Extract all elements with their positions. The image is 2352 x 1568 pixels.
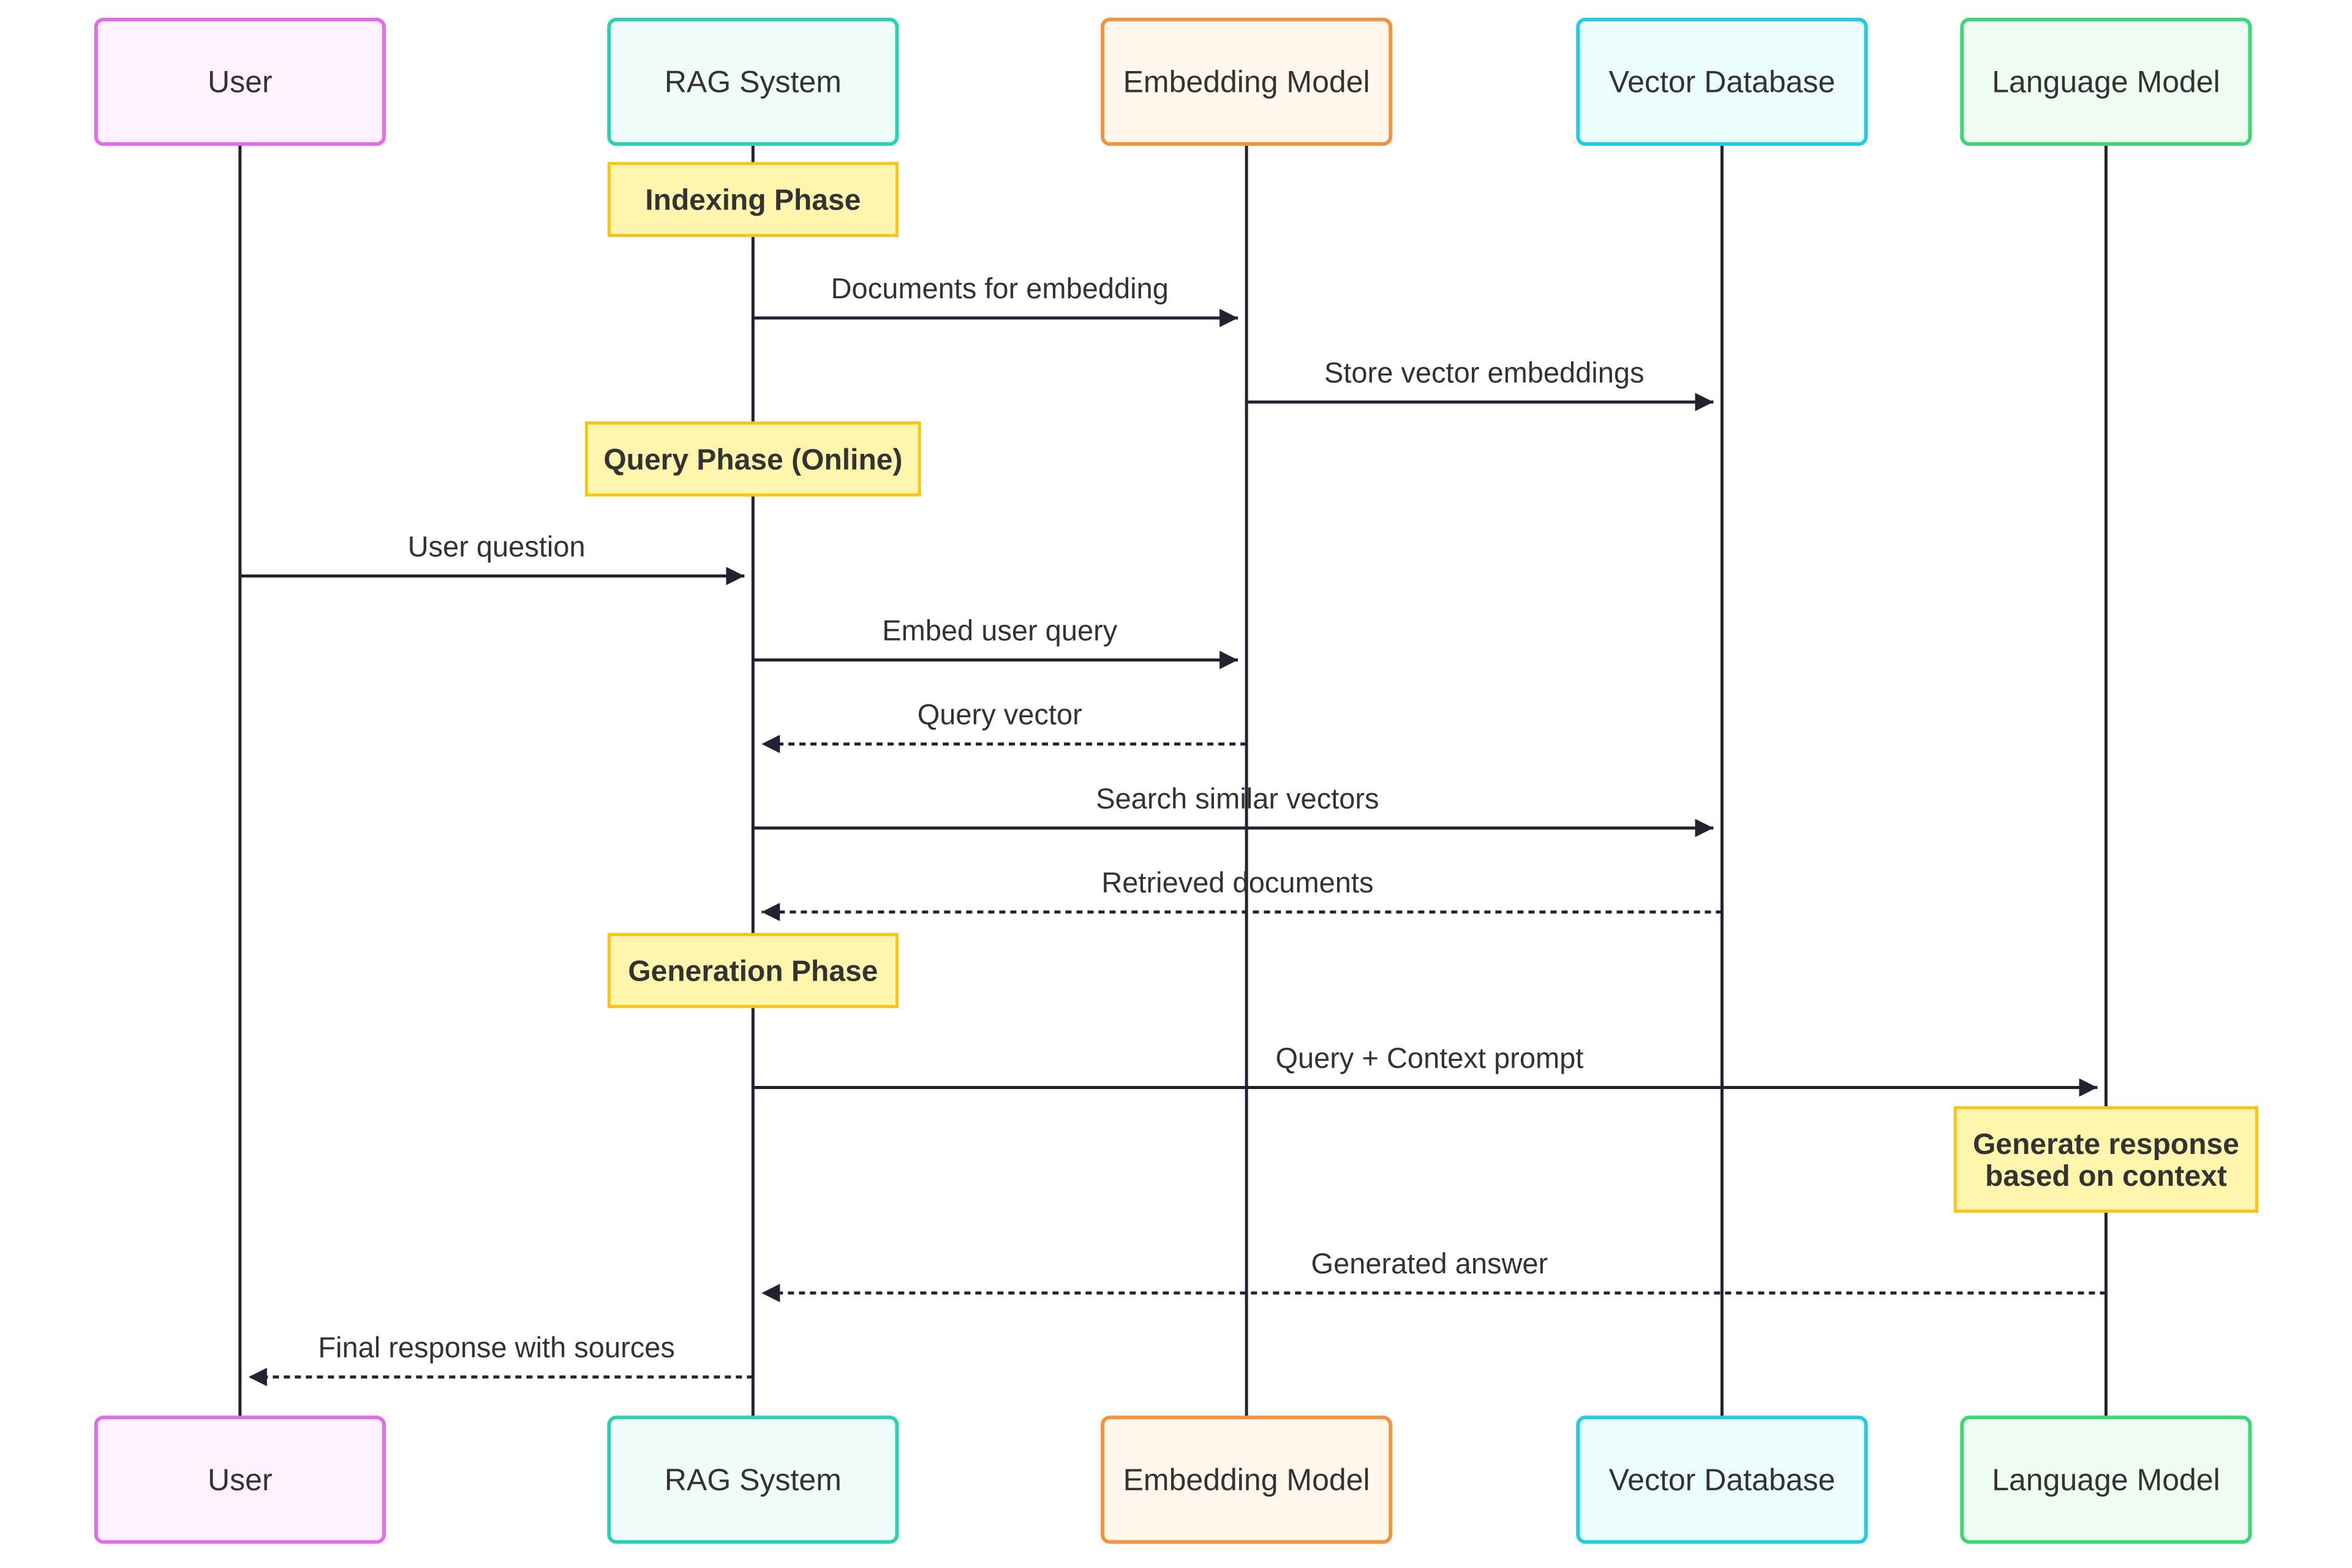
note-text-line: Indexing Phase (645, 184, 861, 217)
actor-box (607, 1415, 899, 1544)
actor-bottom-rag: RAG System (607, 1415, 899, 1544)
message-label: Final response with sources (318, 1331, 675, 1363)
message-label: Documents for embedding (831, 272, 1169, 304)
message-retrieved-documents: Retrieved documents (761, 866, 1722, 921)
actor-label: Language Model (1992, 1463, 2220, 1497)
message-documents-for-embedding: Documents for embedding (753, 272, 1238, 328)
message-label: Query vector (918, 698, 1082, 731)
actor-label: Language Model (1992, 64, 2220, 99)
actor-top-vdb: Vector Database (1576, 17, 1868, 146)
actor-box (1576, 1415, 1868, 1544)
actor-bottom-vdb: Vector Database (1576, 1415, 1868, 1544)
actor-label: User (208, 64, 273, 99)
actor-label: RAG System (665, 64, 842, 99)
message-label: Retrieved documents (1101, 866, 1373, 899)
actor-top-embed: Embedding Model (1101, 17, 1393, 146)
actor-label: Vector Database (1609, 64, 1836, 99)
note-box (607, 933, 899, 1008)
actor-top-rag: RAG System (607, 17, 899, 146)
actor-label: Embedding Model (1123, 1463, 1370, 1497)
message-store-vector-embeddings: Store vector embeddings (1246, 356, 1714, 412)
actor-label: User (208, 1463, 273, 1497)
message-query-context-prompt: Query + Context prompt (753, 1042, 2098, 1097)
actor-box (1576, 17, 1868, 146)
note-text-line: Generation Phase (628, 955, 878, 987)
actor-label: RAG System (665, 1463, 842, 1497)
actor-box (1960, 1415, 2252, 1544)
actor-box (94, 1415, 386, 1544)
actor-box (607, 17, 899, 146)
actor-box (94, 17, 386, 146)
message-label: Embed user query (882, 614, 1118, 647)
actor-bottom-user: User (94, 1415, 386, 1544)
note-query-phase-online: Query Phase (Online) (585, 421, 921, 497)
message-user-question: User question (239, 530, 745, 586)
actor-box (1960, 17, 2252, 146)
actor-top-user: User (94, 17, 386, 146)
message-search-similar-vectors: Search similar vectors (753, 782, 1714, 837)
message-query-vector: Query vector (761, 698, 1247, 753)
message-embed-user-query: Embed user query (753, 614, 1238, 669)
actor-box (1101, 1415, 1393, 1544)
note-generation-phase: Generation Phase (607, 933, 899, 1008)
message-label: User question (408, 530, 586, 562)
message-generated-answer: Generated answer (761, 1247, 2106, 1303)
message-label: Search similar vectors (1096, 782, 1379, 815)
actor-bottom-embed: Embedding Model (1101, 1415, 1393, 1544)
actor-bottom-llm: Language Model (1960, 1415, 2252, 1544)
message-label: Store vector embeddings (1324, 356, 1645, 388)
note-indexing-phase: Indexing Phase (607, 162, 899, 237)
actor-label: Embedding Model (1123, 64, 1370, 99)
actor-label: Vector Database (1609, 1463, 1836, 1497)
note-text-line: based on context (1985, 1160, 2227, 1193)
message-final-response-with-sources: Final response with sources (248, 1331, 753, 1387)
note-text-line: Generate response (1973, 1128, 2239, 1161)
note-box (585, 421, 921, 497)
actor-top-llm: Language Model (1960, 17, 2252, 146)
actor-box (1101, 17, 1393, 146)
note-box (607, 162, 899, 237)
note-text-line: Query Phase (Online) (603, 443, 902, 476)
message-label: Query + Context prompt (1275, 1042, 1583, 1074)
message-label: Generated answer (1311, 1247, 1548, 1280)
note-box (1953, 1106, 2258, 1213)
